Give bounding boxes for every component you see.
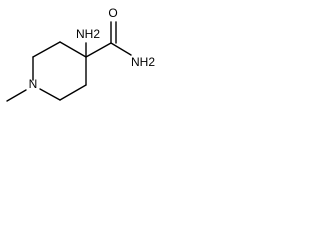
bond-c4-carbonyl: [85, 42, 112, 58]
bond-n1-methyl: [6, 89, 27, 102]
bond-c4-c3a: [59, 41, 87, 58]
bond-c2b-c3b: [59, 84, 87, 101]
oxygen-label: O: [108, 6, 117, 20]
amide-label: NH2: [131, 55, 155, 69]
amine-label: NH2: [76, 27, 100, 41]
bond-carbonyl-amide: [110, 42, 132, 56]
bond-c3a-c2a: [32, 41, 61, 58]
molecule-structure: NH2 O NH2 N: [6, 6, 155, 102]
ring-nitrogen-label: N: [29, 77, 38, 91]
bond-n1-c2b: [39, 88, 61, 101]
